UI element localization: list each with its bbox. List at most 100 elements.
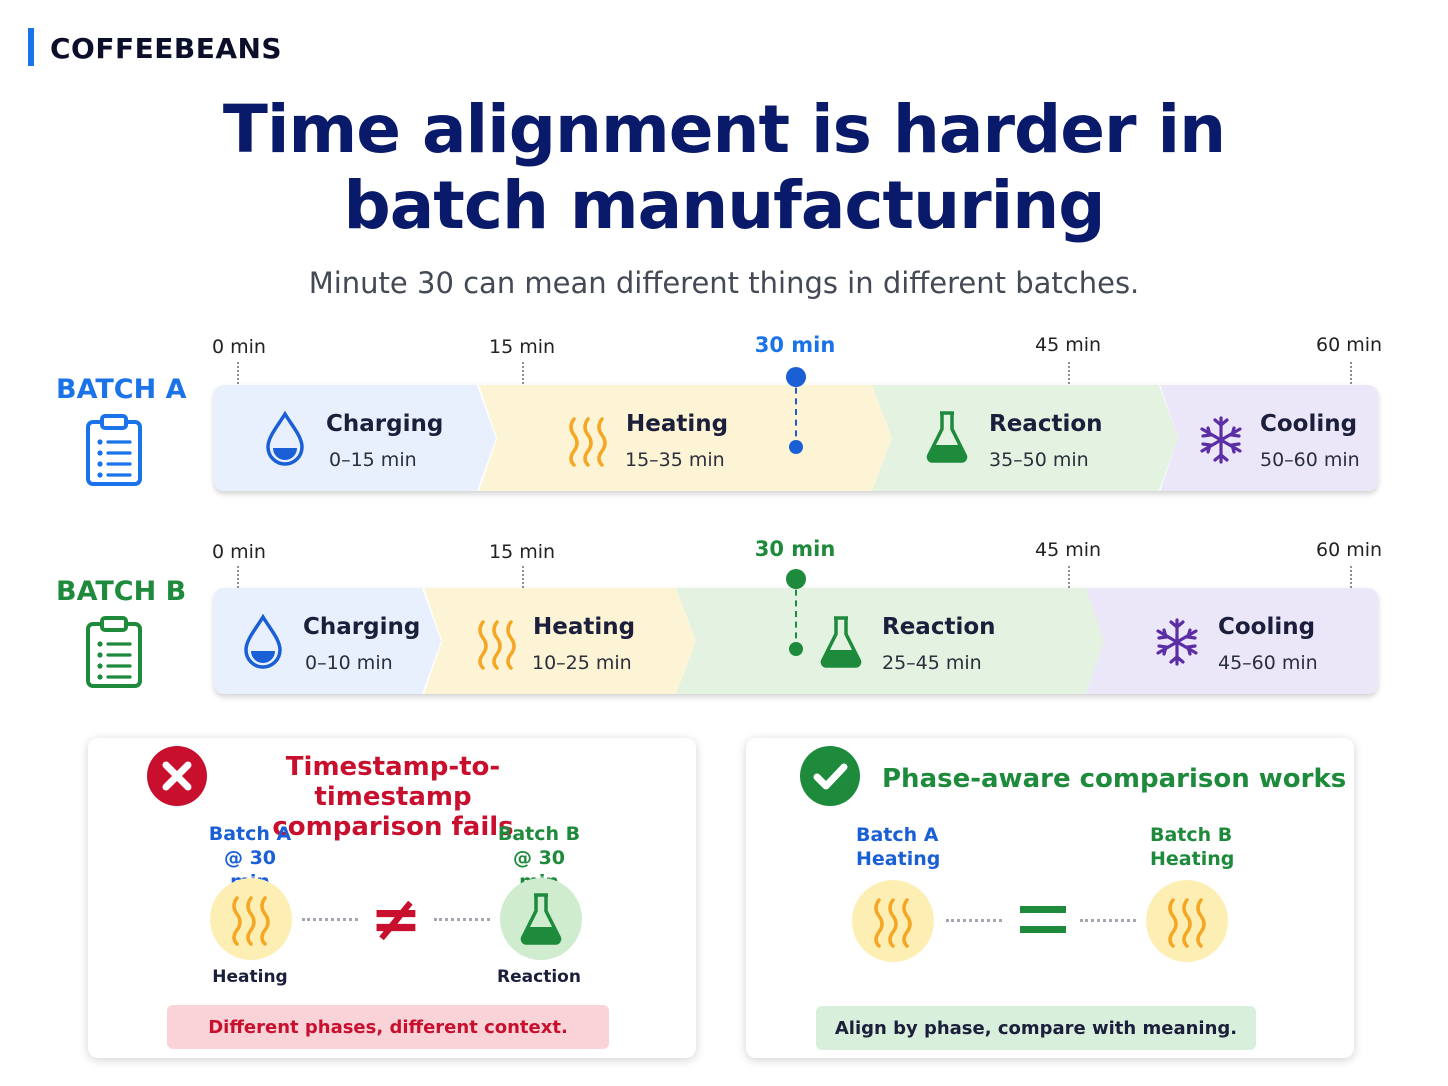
batch-b-charging-name: Charging <box>303 614 421 640</box>
page-subtitle: Minute 30 can mean different things in d… <box>308 266 1140 300</box>
batch-a-phase-cooling: Cooling 50–60 min <box>1160 385 1378 491</box>
batch-b-30min-marker-end <box>789 642 803 656</box>
batch-b-reaction-name: Reaction <box>882 614 996 640</box>
fail-left-phase-circle <box>210 878 292 960</box>
ok-note: Align by phase, compare with meaning. <box>816 1006 1256 1050</box>
page-title-line-1: Time alignment is harder in <box>222 91 1226 168</box>
batch-b-30min-marker <box>786 569 806 589</box>
heat-waves-icon <box>569 417 607 467</box>
batch-a-tick-line-60 <box>1350 362 1352 384</box>
brand-accent-bar <box>28 28 34 66</box>
batch-b-phase-reaction: Reaction 25–45 min <box>676 588 1106 694</box>
ok-left-label-line-1: Batch A <box>856 824 939 846</box>
ok-status-badge <box>800 746 860 806</box>
batch-a-heating-range: 15–35 min <box>625 449 725 471</box>
water-drop-icon <box>244 614 282 669</box>
page-title: Time alignment is harder in batch manufa… <box>0 92 1448 244</box>
batch-a-reaction-range: 35–50 min <box>989 449 1089 471</box>
fail-left-label-line-1: Batch A <box>208 823 292 845</box>
ok-right-phase-circle <box>1146 880 1228 962</box>
ok-left-phase-circle <box>852 880 934 962</box>
fail-status-badge <box>147 746 207 806</box>
batch-a-tick-45: 45 min <box>1034 334 1102 356</box>
batch-a-tick-15: 15 min <box>488 336 556 358</box>
close-icon <box>162 761 192 791</box>
heat-waves-icon <box>232 896 270 946</box>
batch-b-phase-cooling: Cooling 45–60 min <box>1086 588 1378 694</box>
batch-a-heating-name: Heating <box>626 411 729 437</box>
batch-a-label: BATCH A <box>56 374 187 405</box>
ok-left-label: Batch A Heating <box>856 823 940 871</box>
batch-a-cooling-name: Cooling <box>1260 411 1358 437</box>
ok-right-label-line-2: Heating <box>1150 848 1235 870</box>
batch-b-cooling-name: Cooling <box>1218 614 1316 640</box>
batch-a-timeline: Charging 0–15 min Heating 15–35 min Reac… <box>214 385 1378 491</box>
batch-b-cooling-range: 45–60 min <box>1218 652 1318 674</box>
flask-icon <box>926 411 968 463</box>
brand-name: COFFEEBEANS <box>50 32 283 65</box>
batch-b-tick-line-15 <box>522 566 524 588</box>
fail-left-label: Batch A @ 30 min <box>208 822 292 894</box>
checkmark-icon <box>813 763 848 790</box>
batch-b-tick-line-60 <box>1350 566 1352 588</box>
batch-b-tick-45: 45 min <box>1034 539 1102 561</box>
not-equal-icon: ≠ <box>370 882 422 955</box>
snowflake-icon <box>1156 618 1198 666</box>
batch-a-phase-charging: Charging 0–15 min <box>214 385 496 491</box>
batch-a-tick-line-0 <box>237 362 239 384</box>
fail-note: Different phases, different context. <box>167 1005 609 1049</box>
batch-a-30min-marker <box>786 367 806 387</box>
batch-b-reaction-range: 25–45 min <box>882 652 982 674</box>
ok-connector-right <box>1080 919 1136 922</box>
water-drop-icon <box>266 411 304 466</box>
batch-a-phase-reaction: Reaction 35–50 min <box>872 385 1178 491</box>
fail-card-title-line-1: Timestamp-to-timestamp <box>285 752 501 812</box>
batch-b-30min-marker-line <box>795 579 797 649</box>
heat-waves-icon <box>1168 898 1206 948</box>
batch-b-phase-charging: Charging 0–10 min <box>214 588 441 694</box>
fail-card-title: Timestamp-to-timestamp comparison fails <box>210 752 576 842</box>
heat-waves-icon <box>478 620 516 670</box>
batch-b-tick-line-0 <box>237 566 239 588</box>
batch-a-tick-0: 0 min <box>212 336 266 358</box>
clipboard-icon <box>86 616 142 688</box>
batch-a-30min-marker-line <box>795 377 797 447</box>
batch-a-tick-60: 60 min <box>1315 334 1383 356</box>
batch-a-tick-line-45 <box>1068 362 1070 384</box>
ok-connector-left <box>946 919 1002 922</box>
fail-right-phase-circle <box>500 878 582 960</box>
fail-card-title-line-2: comparison fails <box>272 812 514 842</box>
heat-waves-icon <box>874 898 912 948</box>
fail-right-phase-name: Reaction <box>497 967 581 987</box>
snowflake-icon <box>1200 416 1242 464</box>
batch-a-reaction-name: Reaction <box>989 411 1103 437</box>
flask-icon <box>520 893 562 945</box>
batch-b-tick-60: 60 min <box>1315 539 1383 561</box>
fail-connector-right <box>434 918 490 921</box>
batch-a-cooling-range: 50–60 min <box>1260 449 1360 471</box>
page-title-line-2: batch manufacturing <box>343 167 1105 244</box>
batch-b-tick-15: 15 min <box>488 541 556 563</box>
batch-b-charging-range: 0–10 min <box>305 652 393 674</box>
clipboard-icon <box>86 414 142 486</box>
batch-b-tick-line-45 <box>1068 566 1070 588</box>
ok-right-label-line-1: Batch B <box>1150 824 1233 846</box>
batch-a-30min-marker-end <box>789 440 803 454</box>
batch-b-heating-range: 10–25 min <box>532 652 632 674</box>
batch-a-charging-name: Charging <box>326 411 444 437</box>
ok-right-label: Batch B Heating <box>1150 823 1234 871</box>
batch-b-phase-heating: Heating 10–25 min <box>424 588 696 694</box>
batch-a-tick-30: 30 min <box>754 333 836 357</box>
ok-left-label-line-2: Heating <box>856 848 941 870</box>
fail-right-label-line-1: Batch B <box>497 823 581 845</box>
flask-icon <box>820 616 862 668</box>
batch-b-label: BATCH B <box>56 576 187 607</box>
batch-a-charging-range: 0–15 min <box>329 449 417 471</box>
equals-icon <box>1020 906 1066 934</box>
batch-a-phase-heating: Heating 15–35 min <box>479 385 892 491</box>
fail-left-phase-name: Heating <box>212 967 288 987</box>
ok-card-title: Phase-aware comparison works <box>882 764 1347 794</box>
batch-a-tick-line-15 <box>522 362 524 384</box>
fail-connector-left <box>302 918 358 921</box>
batch-b-tick-0: 0 min <box>212 541 266 563</box>
